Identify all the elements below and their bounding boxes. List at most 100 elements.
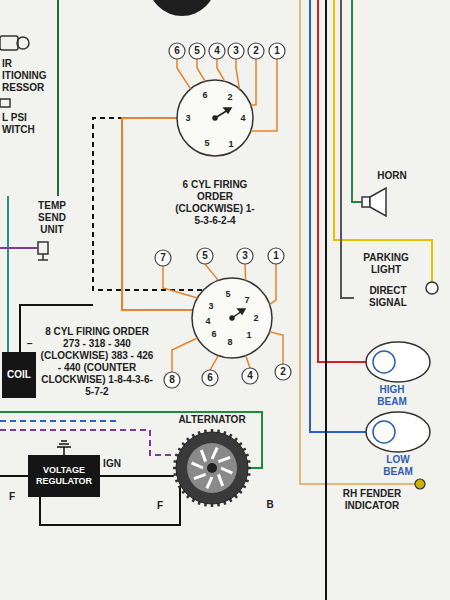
wire — [57, 0, 59, 196]
oil-switch-symbol — [0, 99, 10, 107]
distributor-cap — [177, 80, 253, 156]
distributor-knob — [148, 0, 216, 16]
terminal-number: 4 — [214, 45, 220, 57]
spark-plug-lead — [205, 264, 218, 280]
terminal-number: F — [9, 491, 15, 503]
terminal-label: IGN — [101, 458, 123, 470]
terminal-number: 7 — [244, 294, 249, 306]
alternator-symbol — [201, 450, 205, 462]
part-label: HIGH BEAM — [372, 384, 412, 408]
terminal-number: 2 — [253, 45, 259, 57]
headlamp-symbol — [373, 421, 395, 443]
terminal-number: 5 — [204, 137, 209, 149]
terminal-number: 4 — [205, 315, 210, 327]
part-label: 8 CYL FIRING ORDER 273 - 318 - 340 (CLOC… — [38, 326, 156, 398]
wire — [325, 0, 327, 600]
terminal-number: 3 — [208, 300, 213, 312]
wire — [310, 0, 366, 432]
plug-terminal — [197, 248, 213, 264]
terminal-number: 1 — [246, 329, 251, 341]
part-label: LOW BEAM — [378, 454, 418, 478]
part-label: PARKING LIGHT — [356, 252, 416, 276]
part-label: L PSI WITCH — [2, 112, 40, 136]
part-label: TEMP SEND UNIT — [34, 200, 70, 236]
spark-plug-lead — [244, 264, 246, 280]
horn-symbol — [362, 197, 370, 207]
alternator-symbol — [187, 443, 237, 493]
terminal-number: 4 — [240, 112, 245, 124]
wire — [334, 0, 432, 282]
terminal-number: 1 — [228, 138, 233, 150]
compressor-symbol — [0, 36, 29, 50]
rotor-arrow — [238, 309, 245, 314]
wire — [7, 196, 9, 352]
alternator-symbol — [192, 463, 203, 468]
terminal-number: 7 — [160, 252, 166, 264]
spark-plug-lead — [246, 356, 250, 368]
terminal-number: 6 — [207, 372, 213, 384]
terminal-number: 5 — [202, 250, 208, 262]
plug-terminal — [228, 43, 244, 59]
plug-terminal — [209, 43, 225, 59]
ground-symbol — [57, 441, 71, 455]
alternator-symbol — [194, 474, 206, 478]
distributor-cap — [192, 278, 272, 358]
wire — [0, 475, 28, 477]
alternator-symbol — [160, 428, 264, 508]
terminal-number: B — [266, 499, 273, 511]
voltage-regulator: VOLTAGE REGULATOR — [28, 455, 100, 497]
terminal-number: 2 — [227, 91, 232, 103]
wire — [0, 420, 118, 422]
temp-sender-symbol — [38, 242, 48, 254]
alternator-symbol — [173, 429, 251, 507]
spark-plug-lead — [197, 59, 205, 81]
spark-plug-lead — [251, 59, 256, 105]
wire — [0, 430, 176, 455]
terminal-number: 3 — [185, 112, 190, 124]
spark-plug-lead — [251, 59, 277, 131]
plug-terminal — [275, 364, 291, 380]
parking-light-symbol — [426, 282, 438, 294]
box-label: VOLTAGE REGULATOR — [32, 465, 96, 487]
headlamp-symbol — [373, 351, 395, 373]
plug-terminal — [248, 43, 264, 59]
alternator-symbol — [218, 474, 222, 486]
spark-plug-lead — [172, 338, 197, 372]
spark-plug-lead — [270, 264, 276, 304]
spark-plug-lead — [177, 59, 191, 89]
temp-sender-symbol — [38, 254, 48, 260]
terminal-number: F — [157, 500, 163, 512]
fender-indicator-symbol — [415, 479, 425, 489]
plug-terminal — [155, 250, 171, 266]
spark-plug-lead — [236, 59, 239, 89]
alternator: ALTERNATOR — [160, 414, 264, 510]
wire — [0, 0, 432, 600]
alternator-symbol — [207, 463, 217, 473]
compressor-symbol — [0, 36, 18, 50]
spark-plug-lead — [270, 332, 283, 364]
horn-symbol — [362, 188, 386, 216]
ground-symbol — [57, 441, 71, 455]
fender-indicator-symbol — [415, 479, 425, 489]
terminal-number: 3 — [242, 250, 248, 262]
plug-terminal — [242, 368, 258, 384]
oil-switch-symbol — [0, 99, 10, 107]
part-label: IR ITIONING RESSOR — [2, 58, 54, 94]
terminal-number: 6 — [202, 89, 207, 101]
plug-terminal — [164, 372, 180, 388]
terminal-number: 1 — [274, 45, 280, 57]
terminal-number: − — [27, 338, 33, 350]
headlamp-symbol — [366, 342, 430, 452]
part-label: 6 CYL FIRING ORDER (CLOCKWISE) 1-5-3-6-2… — [172, 179, 258, 227]
plug-terminal — [189, 43, 205, 59]
box-label: COIL — [7, 369, 31, 381]
plug-terminal — [169, 43, 185, 59]
alternator-symbol — [218, 457, 230, 461]
terminal-number: 8 — [227, 336, 232, 348]
part-heading: ALTERNATOR — [160, 414, 264, 426]
terminal-label: HORN — [377, 170, 406, 182]
alternator-symbol — [221, 468, 232, 473]
plug-terminal — [237, 248, 253, 264]
plug-terminal — [268, 248, 284, 264]
spark-plug-lead — [217, 59, 225, 81]
